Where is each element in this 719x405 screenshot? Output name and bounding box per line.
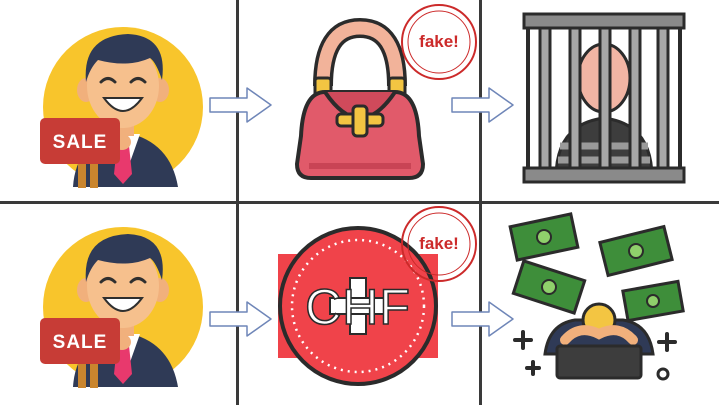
handbag-icon — [294, 17, 426, 180]
vertical-divider-right — [479, 0, 482, 405]
banknote-icon — [621, 279, 685, 323]
prisoner-behind-bars-icon — [522, 12, 686, 184]
banknote-icon — [598, 224, 674, 278]
arrow-right-icon — [451, 87, 514, 123]
banknotes-and-money-bag-icon — [508, 212, 685, 381]
banknote-icon — [511, 259, 587, 315]
fake-stamp-label: fake! — [419, 234, 459, 253]
businessman-sale-icon: SALE — [38, 225, 205, 390]
sale-sign-label: SALE — [53, 132, 108, 153]
fake-stamp-label: fake! — [419, 32, 459, 51]
horizontal-divider — [0, 201, 719, 204]
sale-sign-label: SALE — [53, 332, 108, 353]
arrow-right-icon — [209, 87, 272, 123]
chf-coin-icon: CHF — [278, 226, 438, 386]
arrow-right-icon — [209, 301, 272, 337]
businessman-sale-icon: SALE — [38, 25, 205, 190]
coin-label: CHF — [305, 279, 411, 335]
vertical-divider-left — [236, 0, 239, 405]
banknote-icon — [508, 212, 580, 262]
fake-stamp: fake! — [401, 206, 477, 282]
fake-stamp: fake! — [401, 4, 477, 80]
